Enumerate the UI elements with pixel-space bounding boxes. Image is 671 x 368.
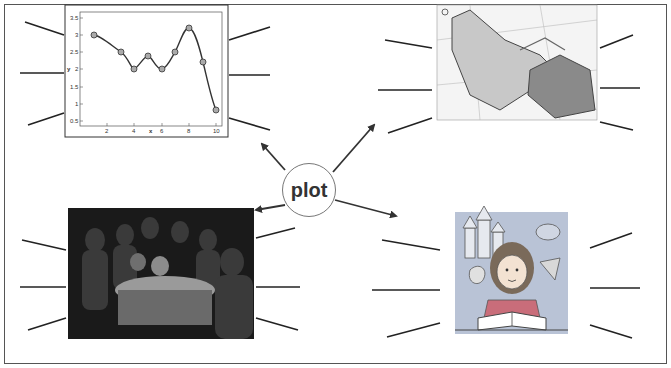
tick-label: 2 <box>75 66 78 73</box>
tick-label: 10 <box>213 128 220 135</box>
tick-label: 0.5 <box>70 118 78 125</box>
outer-frame <box>5 5 667 364</box>
tick-label: 1.5 <box>70 84 78 91</box>
center-circle: plot <box>282 163 336 217</box>
arrows <box>256 125 396 216</box>
axis-title: x <box>149 128 152 135</box>
tick-label: 1 <box>75 101 78 108</box>
axis-title: y <box>67 66 70 73</box>
tick-label: 6 <box>160 128 163 135</box>
tick-label: 3 <box>75 32 78 39</box>
map <box>437 5 597 120</box>
girl-reading-clipart <box>455 206 568 334</box>
tick-label: 2.5 <box>70 49 78 56</box>
tick-label: 8 <box>187 128 190 135</box>
tick-label: 4 <box>132 128 135 135</box>
line-chart <box>65 5 228 137</box>
tick-label: 3.5 <box>70 15 78 22</box>
dark-photo <box>68 208 254 339</box>
center-term: plot <box>291 179 328 202</box>
tick-label: 2 <box>105 128 108 135</box>
